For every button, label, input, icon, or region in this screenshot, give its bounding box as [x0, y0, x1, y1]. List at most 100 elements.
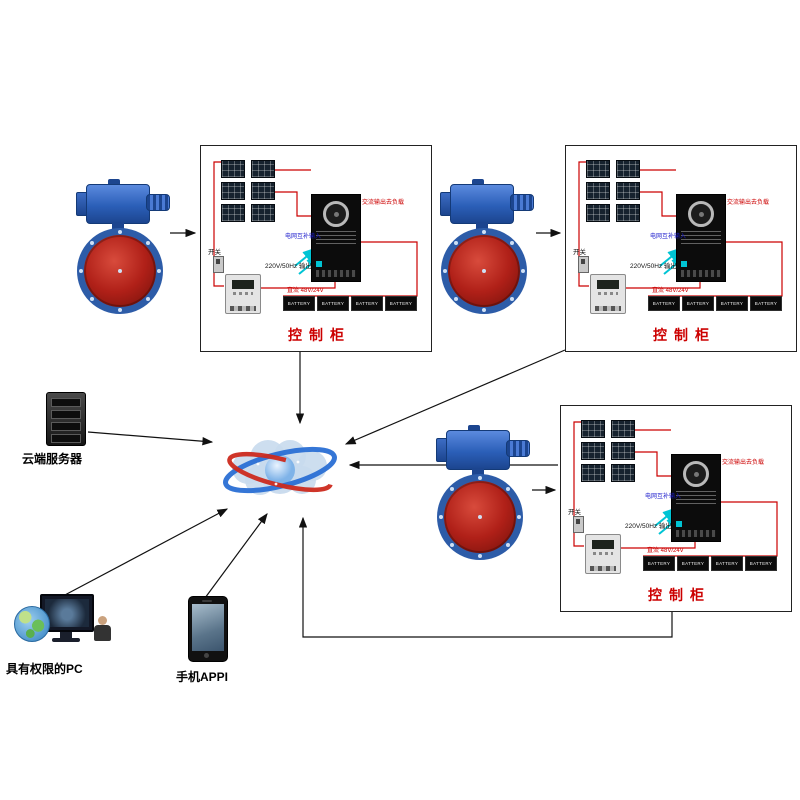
controller-dial [688, 201, 714, 227]
cabinet-title: 控制柜 [653, 327, 716, 343]
authorized-pc [14, 590, 118, 656]
solar-panel [611, 464, 635, 482]
solar-panel [251, 182, 275, 200]
meter-display [597, 280, 619, 289]
monitor [40, 594, 94, 632]
earth-globe-icon [14, 606, 50, 642]
inverter-controller [676, 194, 726, 282]
controller-led [676, 521, 682, 527]
ac-load-output-note: 交流输出去负载 [362, 200, 405, 206]
arrow-phone-to-globe [204, 513, 268, 599]
meter-display [592, 540, 614, 549]
battery: BATTERY [283, 296, 315, 311]
solar-panel [581, 420, 605, 438]
battery: BATTERY [317, 296, 349, 311]
actuator-body [446, 430, 510, 470]
controller-spec-text [676, 491, 716, 504]
inverter-controller [671, 454, 721, 542]
actuator-knob [468, 425, 480, 432]
internet-cloud-globe [218, 428, 343, 518]
pc-label: 具有权限的PC [6, 662, 83, 676]
battery: BATTERY [682, 296, 714, 311]
actuator-knob [472, 179, 484, 186]
solar-panel [586, 204, 610, 222]
server-drive-slot [51, 422, 81, 431]
electric-meter [590, 274, 626, 314]
ac-load-output-note: 交流输出去负载 [727, 200, 770, 206]
solar-panel [581, 464, 605, 482]
controller-terminal-strip [681, 270, 721, 277]
phone-home-button [204, 653, 209, 658]
dc-bus-label: 直流 48V/24V [287, 288, 324, 294]
solar-panel [221, 182, 245, 200]
switch-component [578, 256, 589, 273]
server-label: 云端服务器 [22, 452, 83, 466]
controller-terminal-strip [676, 530, 716, 537]
solar-panel [611, 420, 635, 438]
grid-input-note: 电网互补输入 [645, 494, 682, 500]
battery-bank: BATTERY BATTERY BATTERY BATTERY [283, 296, 417, 311]
battery: BATTERY [648, 296, 680, 311]
monitor-stand [60, 632, 72, 638]
solar-panel [221, 204, 245, 222]
dc-bus-label: 直流 48V/24V [647, 548, 684, 554]
ac-load-output-note: 交流输出去负载 [722, 460, 765, 466]
server-drive-slot [51, 434, 81, 443]
solar-panel [221, 160, 245, 178]
meter-display [232, 280, 254, 289]
arrow-server-to-globe [87, 431, 214, 446]
valve-stem [476, 222, 488, 229]
battery: BATTERY [385, 296, 417, 311]
solar-panel [616, 204, 640, 222]
inverter-controller [311, 194, 361, 282]
control-cabinet-1: 交流输出去负载 电网互补输入 220V/50Hz 输出 开关 直流 48V/24… [200, 145, 432, 352]
ac-output-label: 220V/50Hz 输出 [265, 263, 312, 270]
electric-butterfly-valve-3 [434, 425, 530, 562]
valve-stem [472, 468, 484, 475]
switch-component [213, 256, 224, 273]
meter-buttons [593, 552, 613, 555]
switch-label: 开关 [573, 249, 586, 256]
switch-label: 开关 [568, 509, 581, 516]
solar-panel-array [581, 420, 635, 482]
server-drive-slot [51, 410, 81, 419]
actuator-body [86, 184, 150, 224]
electric-meter [585, 534, 621, 574]
cabinet-title: 控制柜 [648, 587, 711, 603]
controller-dial [683, 461, 709, 487]
electric-butterfly-valve-2 [438, 179, 534, 316]
grid-input-note: 电网互补输入 [285, 234, 322, 240]
electric-butterfly-valve-1 [74, 179, 170, 316]
controller-terminal-strip [316, 270, 356, 277]
actuator-handwheel [510, 194, 534, 211]
server-drive-slot [51, 398, 81, 407]
ac-output-label: 220V/50Hz 输出 [625, 523, 672, 530]
dc-bus-label: 直流 48V/24V [652, 288, 689, 294]
solar-panel [616, 182, 640, 200]
battery: BATTERY [711, 556, 743, 571]
control-cabinet-3: 交流输出去负载 电网互补输入 220V/50Hz 输出 开关 直流 48V/24… [560, 405, 792, 612]
solar-panel [581, 442, 605, 460]
phone-screen [192, 604, 224, 651]
phone-label: 手机APPI [176, 670, 229, 684]
monitor-base [52, 638, 80, 642]
controller-led [681, 261, 687, 267]
battery: BATTERY [716, 296, 748, 311]
actuator-knob [108, 179, 120, 186]
battery: BATTERY [643, 556, 675, 571]
battery-bank: BATTERY BATTERY BATTERY BATTERY [648, 296, 782, 311]
controller-led [316, 261, 322, 267]
battery: BATTERY [750, 296, 782, 311]
solar-panel [611, 442, 635, 460]
battery: BATTERY [745, 556, 777, 571]
ac-output-label: 220V/50Hz 输出 [630, 263, 677, 270]
actuator-handwheel [146, 194, 170, 211]
meter-buttons [233, 292, 253, 295]
electric-meter [225, 274, 261, 314]
battery: BATTERY [351, 296, 383, 311]
valve-disc [441, 228, 527, 314]
controller-spec-text [316, 231, 356, 244]
solar-panel [616, 160, 640, 178]
valve-disc [77, 228, 163, 314]
